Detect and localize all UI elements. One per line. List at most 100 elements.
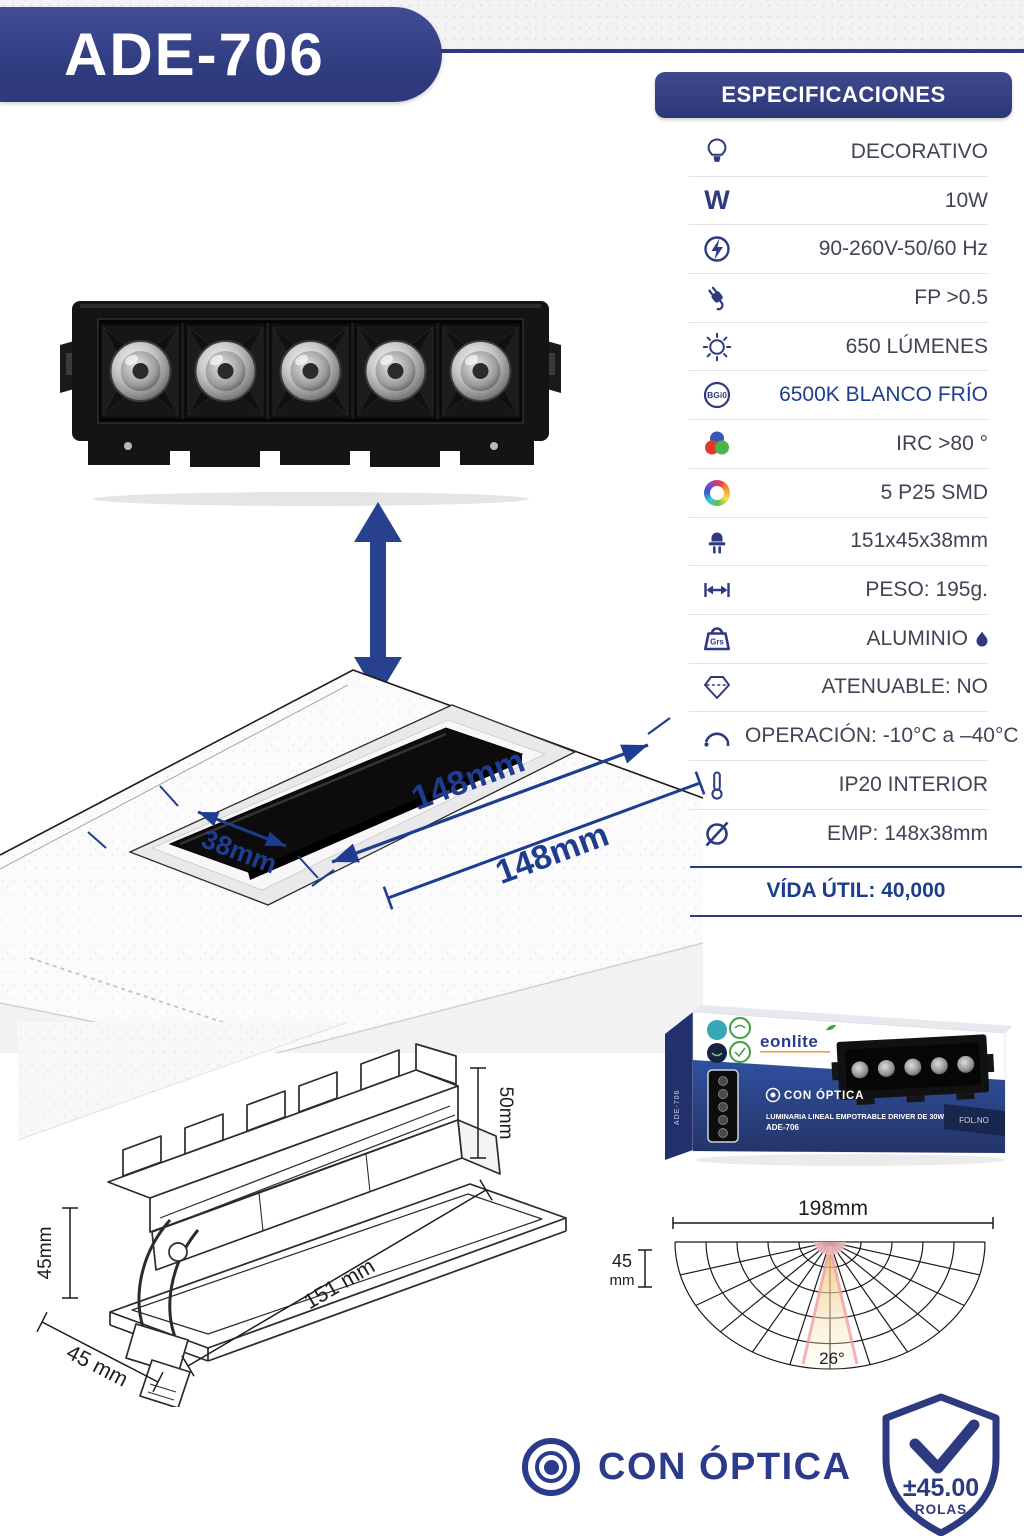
fixture-line-art xyxy=(107,1043,567,1407)
spec-row: EMP: 148x38mm xyxy=(689,810,988,859)
spec-row: FP >0.5 xyxy=(689,274,988,323)
svg-text:CON ÓPTICA: CON ÓPTICA xyxy=(784,1089,864,1102)
box-desc-line1: LUMINARIA LINEAL EMPOTRABLE DRIVER DE 30… xyxy=(766,1112,944,1121)
dim-label-beam-angle: 26° xyxy=(819,1349,845,1368)
voltage-icon xyxy=(689,234,745,264)
dim-label-beam-width: 198mm xyxy=(798,1197,868,1220)
technical-drawing: 50mm 45mm 151 mm 45 mm xyxy=(18,1022,567,1407)
leaf-icon xyxy=(826,1024,836,1031)
weight-icon: Grs xyxy=(689,623,745,655)
spec-row: DECORATIVO xyxy=(689,128,988,177)
beam-cone xyxy=(803,1246,857,1370)
dim-label-depth: 45 mm xyxy=(63,1340,132,1392)
beam-width-dimension: 198mm xyxy=(672,1197,994,1229)
packaging-box: ADE-706 eonlite xyxy=(665,1005,1013,1166)
badge-unit: ROLAS xyxy=(915,1502,967,1517)
box-corner-tag: FOL.NO xyxy=(959,1116,989,1125)
bulb-icon xyxy=(689,137,745,167)
box-side xyxy=(665,1012,693,1160)
badge-value: ±45.00 xyxy=(903,1474,979,1502)
spec-row: 5 P25 SMD xyxy=(689,469,988,518)
spec-value: 5 P25 SMD xyxy=(880,480,988,504)
install-direction-arrow xyxy=(354,502,402,697)
spec-value: IRC >80 ° xyxy=(896,431,988,455)
target-icon xyxy=(522,1438,580,1496)
droplet-icon xyxy=(976,631,988,647)
beam-height-dimension: 45 mm xyxy=(610,1249,652,1289)
diamond-icon xyxy=(689,672,745,702)
lifetime-value: VÍDA ÚTIL: 40,000 xyxy=(766,879,946,902)
plug-icon xyxy=(689,283,745,313)
spec-row: PESO: 195g. xyxy=(689,566,988,615)
lens-cells xyxy=(99,322,522,420)
heatsink xyxy=(88,441,534,467)
box-desc-line2: ADE-706 xyxy=(766,1123,799,1132)
model-title-pill: ADE-706 xyxy=(0,7,442,102)
beam-source xyxy=(814,1242,846,1255)
spec-value: 10W xyxy=(944,188,988,212)
box-top xyxy=(693,1005,1013,1033)
spec-value: DECORATIVO xyxy=(850,139,988,163)
box-optic-label: CON ÓPTICA xyxy=(765,1087,864,1103)
rgb-circles-icon xyxy=(689,429,745,459)
arc-icon xyxy=(689,721,745,751)
led-icon xyxy=(689,526,745,556)
spec-panel-header: ESPECIFICACIONES xyxy=(655,72,1012,118)
spec-value: FP >0.5 xyxy=(914,285,988,309)
brand-footer: CON ÓPTICA xyxy=(522,1438,852,1496)
dimension-148mm-inner xyxy=(311,717,671,887)
product-photo xyxy=(60,301,561,506)
spec-value: 6500K BLANCO FRÍO xyxy=(779,383,988,407)
dimension-148mm-outer xyxy=(382,771,706,910)
spec-row: 151x45x38mm xyxy=(689,518,988,567)
cct-badge-icon: BGi0 xyxy=(689,380,745,410)
spec-value: PESO: 195g. xyxy=(865,578,988,602)
spec-value: EMP: 148x38mm xyxy=(826,821,988,845)
model-title: ADE-706 xyxy=(64,21,325,88)
box-brand-logo: eonlite xyxy=(760,1032,818,1051)
spec-row: 650 LÚMENES xyxy=(689,323,988,372)
spec-value: 151x45x38mm xyxy=(850,529,988,553)
box-badges xyxy=(707,1017,751,1063)
ceiling-tile-front xyxy=(0,943,703,1053)
spec-panel: ESPECIFICACIONES DECORATIVO W 10W 90-260V-5… xyxy=(655,72,1019,859)
dim-label-beam-height-value: 45 xyxy=(612,1251,632,1271)
box-side-text: ADE-706 xyxy=(674,1090,681,1125)
drawing-dimensions xyxy=(36,1067,493,1393)
svg-text:BGi0: BGi0 xyxy=(707,390,727,400)
spec-rows: DECORATIVO W 10W 90-260V-50/60 Hz FP >0.5 650… xyxy=(689,128,1019,859)
width-arrow-icon xyxy=(689,575,745,605)
spec-row: BGi0 6500K BLANCO FRÍO xyxy=(689,371,988,421)
box-product-strip xyxy=(707,1069,739,1143)
tile-edge-outline xyxy=(0,669,704,856)
spec-row: ATENUABLE: NO xyxy=(689,664,988,713)
box-corner-band xyxy=(944,1104,1005,1136)
beam-angle-diagram: 198mm 45 mm 26° xyxy=(610,1197,994,1370)
polar-grid: 26° xyxy=(674,1241,986,1370)
checkmark-icon xyxy=(909,1419,980,1474)
watt-icon: W xyxy=(704,185,730,216)
dim-label-beam-height-unit: mm xyxy=(610,1272,635,1289)
photo-shadow xyxy=(93,492,529,506)
spec-row: 90-260V-50/60 Hz xyxy=(689,225,988,275)
spec-value: OPERACIÓN: -10°C a –40°C xyxy=(745,724,1019,748)
spec-row: W 10W xyxy=(689,177,988,226)
header-rule xyxy=(0,49,1024,53)
spec-row: IRC >80 ° xyxy=(689,420,988,469)
spec-value: IP20 INTERIOR xyxy=(838,772,988,796)
spec-row: OPERACIÓN: -10°C a –40°C xyxy=(689,712,1019,761)
ceiling-cutout-illustration: 38mm 148mm 148mm xyxy=(0,669,706,1053)
box-product-render xyxy=(831,1034,995,1106)
spec-row: Grs ALUMINIO xyxy=(689,615,988,664)
cutout-hole xyxy=(128,704,577,906)
lifetime-row: VÍDA ÚTIL: 40,000 xyxy=(690,866,1022,917)
dim-label-height-left: 45mm xyxy=(35,1227,56,1280)
spec-row: IP20 INTERIOR xyxy=(689,761,988,810)
spec-value-text: ALUMINIO xyxy=(866,626,968,650)
diameter-icon xyxy=(689,819,745,849)
color-ring-icon xyxy=(689,479,745,506)
spec-value: ALUMINIO xyxy=(745,627,988,651)
brand-name: CON ÓPTICA xyxy=(598,1445,852,1488)
dim-label-height-right: 50mm xyxy=(495,1087,516,1140)
